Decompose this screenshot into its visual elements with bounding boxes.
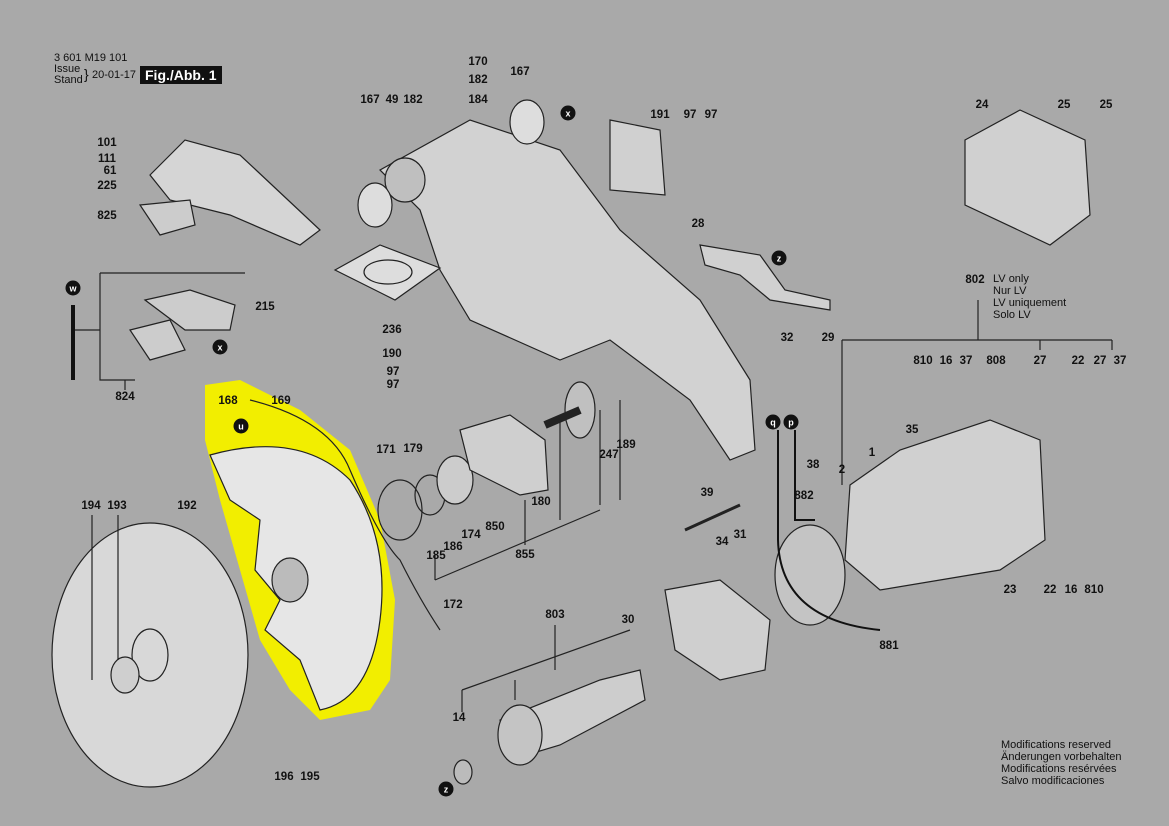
part-label: 34	[715, 536, 729, 548]
part-label: 185	[426, 550, 446, 562]
part-label: 824	[115, 391, 135, 403]
part-label: 186	[443, 541, 463, 553]
part-label: 825	[97, 210, 117, 222]
flange	[110, 656, 140, 694]
part-label: 189	[616, 439, 636, 451]
blade-hub	[131, 628, 169, 682]
part-label: 29	[821, 332, 835, 344]
part-label: 97	[683, 109, 697, 121]
part-label: 61	[103, 165, 117, 177]
part-label: 810	[913, 355, 933, 367]
motor-housing	[844, 419, 1046, 591]
part-label: 193	[107, 500, 127, 512]
marker-z: z	[438, 781, 454, 797]
part-label: 111	[98, 153, 116, 165]
marker-u: u	[233, 418, 249, 434]
part-label: 27	[1033, 355, 1047, 367]
saw-arm-housing	[379, 119, 756, 461]
part-label: 22	[1071, 355, 1085, 367]
part-label: 196	[274, 771, 294, 783]
part-label: 803	[545, 609, 565, 621]
saw-blade	[51, 522, 249, 788]
part-label: 38	[806, 459, 820, 471]
part-label: 101	[97, 137, 117, 149]
part-label: 27	[1093, 355, 1107, 367]
part-label: 24	[975, 99, 989, 111]
part-label: 30	[621, 614, 635, 626]
figure-title: Fig./Abb. 1	[140, 66, 222, 84]
part-label: 215	[255, 301, 275, 313]
note-de: Änderungen vorbehalten	[1001, 751, 1122, 763]
part-label: 25	[1099, 99, 1113, 111]
part-label: 808	[986, 355, 1006, 367]
part-label: 855	[515, 549, 535, 561]
lv-note-de: Nur LV	[993, 285, 1027, 297]
part-label: 802	[965, 274, 985, 286]
note-en: Modifications reserved	[1001, 739, 1112, 751]
part-label: 174	[461, 529, 481, 541]
part-label: 37	[959, 355, 973, 367]
part-label: 190	[382, 348, 402, 360]
part-label: 25	[1057, 99, 1071, 111]
marker-q: q	[765, 414, 781, 430]
part-label: 37	[1113, 355, 1127, 367]
part-label: 180	[531, 496, 551, 508]
part-label: 169	[271, 395, 291, 407]
part-label: 167	[510, 66, 530, 78]
part-label: 171	[376, 444, 396, 456]
part-label: 225	[97, 180, 117, 192]
part-label: 247	[599, 449, 619, 461]
part-label: 32	[780, 332, 794, 344]
stand-label: Stand	[54, 74, 83, 86]
part-label: 167	[360, 94, 380, 106]
part-label: 192	[177, 500, 197, 512]
note-es: Salvo modificaciones	[1001, 775, 1105, 787]
part-label: 184	[468, 94, 488, 106]
part-label: 35	[905, 424, 919, 436]
part-label: 850	[485, 521, 505, 533]
lv-note-es: Solo LV	[993, 309, 1031, 321]
part-label: 882	[794, 490, 814, 502]
lv-note: LV only Nur LV LV uniquement Solo LV	[993, 273, 1066, 321]
part-label: 182	[468, 74, 488, 86]
part-label: 39	[700, 487, 714, 499]
marker-z: z	[771, 250, 787, 266]
brace: }	[84, 66, 89, 82]
part-label: 97	[704, 109, 718, 121]
lv-note-fr: LV uniquement	[993, 297, 1067, 309]
issue-label: Issue	[54, 63, 81, 75]
modifications-note: Modifications reserved Änderungen vorbeh…	[1001, 739, 1121, 787]
part-label: 182	[403, 94, 423, 106]
marker-x: x	[560, 105, 576, 121]
part-label: 14	[452, 712, 466, 724]
note-fr: Modifications resérvées	[1001, 763, 1117, 775]
part-label: 16	[939, 355, 953, 367]
part-label: 49	[385, 94, 399, 106]
part-number: 3 601 M19 101	[54, 52, 128, 64]
part-label: 881	[879, 640, 899, 652]
part-label: 16	[1064, 584, 1078, 596]
part-label: 2	[838, 464, 846, 476]
part-label: 31	[733, 529, 747, 541]
part-label: 191	[650, 109, 670, 121]
part-label: 195	[300, 771, 320, 783]
part-label: 28	[691, 218, 705, 230]
part-label: 1	[868, 447, 876, 459]
marker-w: w	[65, 280, 81, 296]
lv-note-en: LV only	[993, 273, 1029, 285]
part-label: 236	[382, 324, 402, 336]
marker-p: p	[783, 414, 799, 430]
part-label: 170	[468, 56, 488, 68]
issue-date: 20-01-17	[92, 69, 137, 81]
part-label: 179	[403, 443, 423, 455]
part-label: 22	[1043, 584, 1057, 596]
part-label: 23	[1003, 584, 1017, 596]
part-label: 97	[386, 366, 400, 378]
part-label: 810	[1084, 584, 1104, 596]
part-label: 97	[386, 379, 400, 391]
part-label: 194	[81, 500, 101, 512]
part-label: 172	[443, 599, 463, 611]
part-label: 168	[218, 395, 238, 407]
marker-x: x	[212, 339, 228, 355]
